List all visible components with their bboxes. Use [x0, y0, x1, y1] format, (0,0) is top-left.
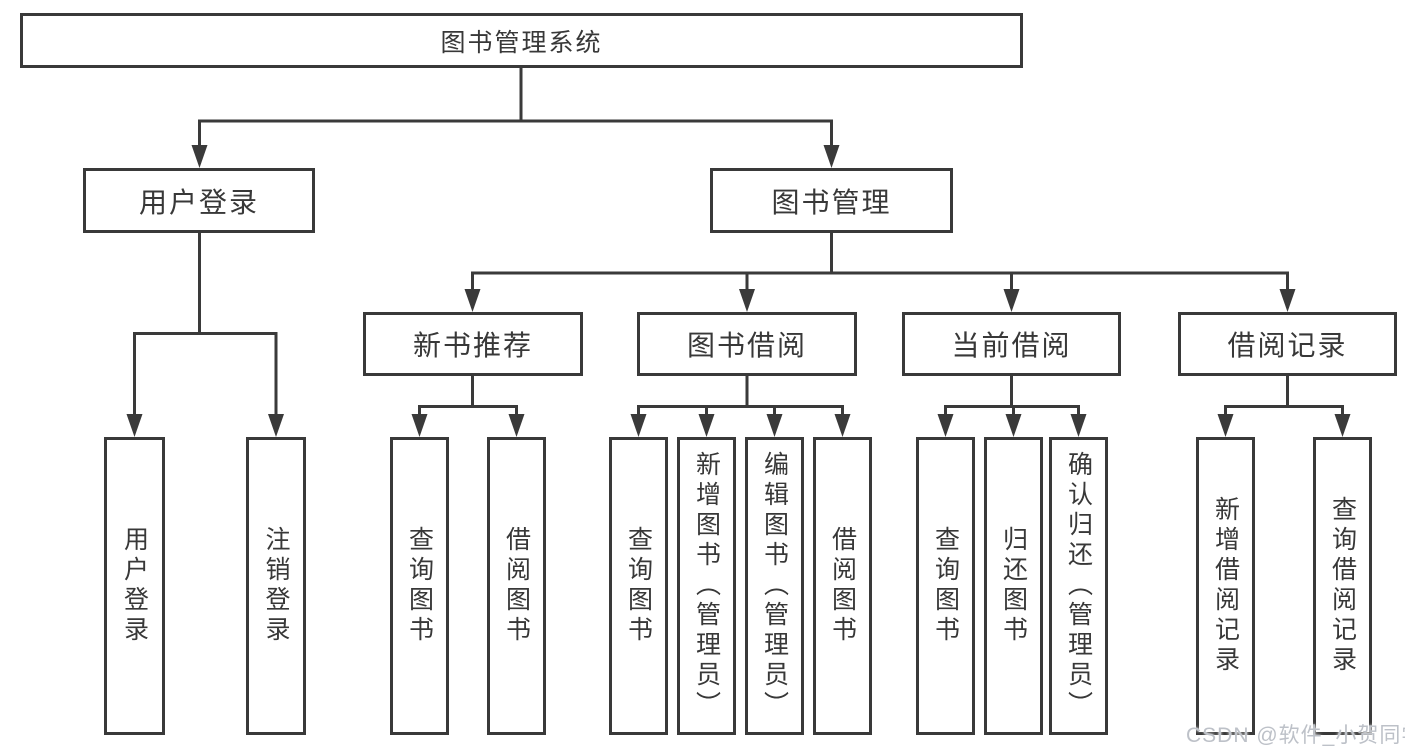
arrow-down-icon	[698, 414, 715, 437]
arrow-down-icon	[191, 145, 208, 168]
arrow-down-icon	[937, 414, 954, 437]
node-book-management: 图书管理	[710, 168, 953, 233]
arrow-down-icon	[464, 289, 481, 312]
arrow-down-icon	[1334, 414, 1351, 437]
leaf-query-book: 查询图书	[609, 437, 668, 735]
leaf-confirm-return-admin: 确认归还（管理员）	[1049, 437, 1108, 735]
arrow-down-icon	[1005, 414, 1022, 437]
arrow-down-icon	[508, 414, 525, 437]
arrow-down-icon	[126, 414, 143, 437]
node-borrow-records: 借阅记录	[1178, 312, 1397, 376]
arrow-down-icon	[268, 414, 284, 437]
arrow-down-icon	[411, 414, 428, 437]
csdn-watermark: CSDN @软件_小贺同学	[1186, 724, 1405, 747]
leaf-borrow-book: 借阅图书	[813, 437, 872, 735]
node-book-borrow: 图书借阅	[637, 312, 857, 376]
leaf-query-book: 查询图书	[390, 437, 449, 735]
arrow-down-icon	[1279, 289, 1296, 312]
leaf-query-borrow-record: 查询借阅记录	[1313, 437, 1372, 735]
arrow-down-icon	[1003, 289, 1020, 312]
arrow-down-icon	[1070, 414, 1087, 437]
leaf-edit-book-admin: 编辑图书（管理员）	[745, 437, 804, 735]
leaf-add-book-admin: 新增图书（管理员）	[677, 437, 736, 735]
leaf-return-book: 归还图书	[984, 437, 1043, 735]
leaf-borrow-book: 借阅图书	[487, 437, 546, 735]
arrow-down-icon	[823, 145, 840, 168]
arrow-down-icon	[834, 414, 851, 437]
leaf-logout-login: 注销登录	[246, 437, 306, 735]
node-user-login: 用户登录	[83, 168, 315, 233]
node-current-borrow: 当前借阅	[902, 312, 1121, 376]
arrow-down-icon	[630, 414, 647, 437]
arrow-down-icon	[766, 414, 783, 437]
node-library-management-system: 图书管理系统	[20, 13, 1023, 68]
node-new-book-recommend: 新书推荐	[363, 312, 583, 376]
leaf-add-borrow-record: 新增借阅记录	[1196, 437, 1255, 735]
arrow-down-icon	[739, 289, 755, 312]
arrow-down-icon	[1217, 414, 1234, 437]
leaf-query-book: 查询图书	[916, 437, 975, 735]
leaf-user-login: 用户登录	[104, 437, 165, 735]
